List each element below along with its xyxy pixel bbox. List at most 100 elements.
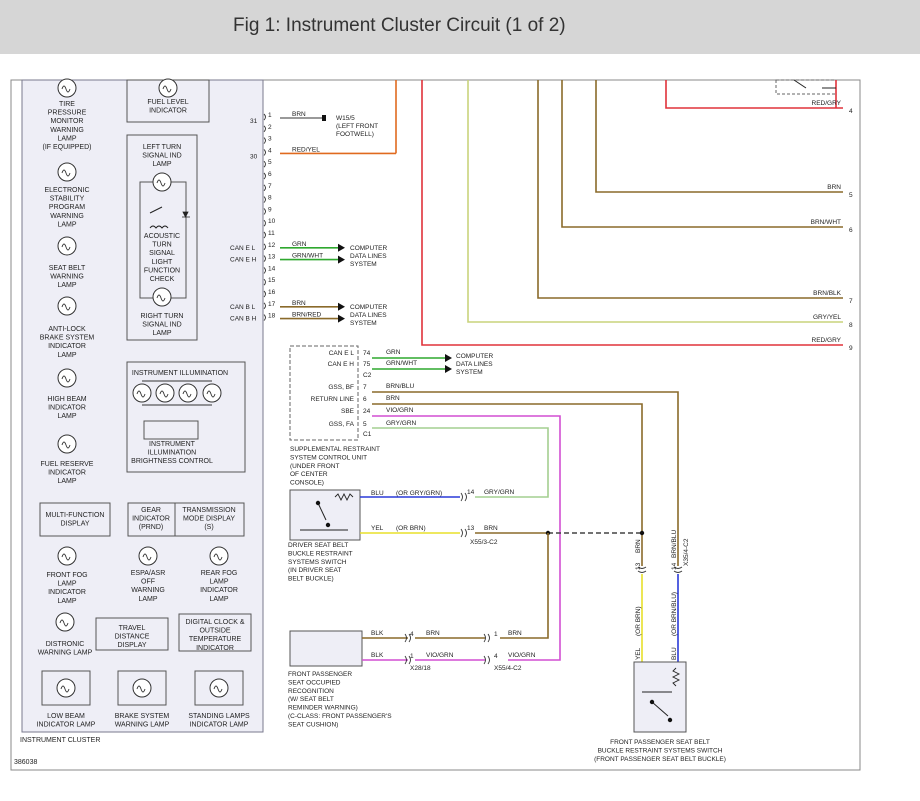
pin-bracket-icon <box>263 219 266 227</box>
low-beam-icon-filament <box>60 685 70 693</box>
connector-pin-number: 15 <box>268 277 276 284</box>
multifunction-label: MULTI-FUNCTION <box>46 512 105 519</box>
gear-trans-box <box>127 502 245 537</box>
multifunction-label: DISPLAY <box>60 521 89 528</box>
travel-distance-label: DISTANCE <box>115 634 150 641</box>
high-beam-icon <box>57 368 77 388</box>
can-b-h-label: CAN B H <box>230 316 257 323</box>
srs-pin-number: 75 <box>363 361 371 368</box>
driver-gry-grn-label: GRY/GRN <box>484 489 515 496</box>
srs-pin-number: 7 <box>363 384 367 391</box>
right-wire-pin: 8 <box>849 322 853 329</box>
figure-header: Fig 1: Instrument Cluster Circuit (1 of … <box>0 0 920 54</box>
pass-brn-blu-label: BRN/BLU <box>671 530 678 558</box>
right-wire-label: GRY/YEL <box>813 314 841 321</box>
illumination-title: INSTRUMENT ILLUMINATION <box>132 370 228 377</box>
connector-pin-number: 14 <box>268 265 276 272</box>
srs-unit-box <box>289 345 359 441</box>
driver-switch-box <box>289 489 361 541</box>
relay-switch-contact <box>149 206 163 214</box>
right-turn-label: SIGNAL IND <box>142 322 181 329</box>
acoustic-label: LIGHT <box>152 259 173 266</box>
occ-pin: 1 <box>410 653 414 660</box>
clock-box <box>178 613 252 652</box>
arrow-icon <box>445 365 452 373</box>
wire-label: BRN <box>292 111 306 118</box>
gear-label: INDICATOR <box>132 516 170 523</box>
computer-data-label: COMPUTER <box>456 353 494 360</box>
pin-bracket-icon <box>263 208 266 215</box>
driver-switch-label: SYSTEMS SWITCH <box>288 559 347 566</box>
connector-pin-number: 8 <box>268 195 272 202</box>
connector-30: 30 <box>250 153 258 160</box>
brightness-control-box <box>143 420 199 440</box>
pass-blu-label: BLU <box>671 647 678 660</box>
front-fog-label: LAMP <box>57 581 76 588</box>
rear-fog-label: LAMP <box>209 596 228 603</box>
wire-vio-grn <box>372 415 561 661</box>
right-wire-pin: 4 <box>849 108 853 115</box>
espa-label: OFF <box>141 579 155 586</box>
srs-pin-number: 24 <box>363 408 371 415</box>
srs-wire-label: GRY/GRN <box>386 420 417 427</box>
pin-bracket-icon <box>263 149 266 156</box>
lamp-label: SEAT BELT <box>49 265 86 272</box>
pin-bracket-icon <box>263 184 266 192</box>
occupied-label: REMINDER WARNING) <box>288 705 358 712</box>
occ-brn-label: BRN <box>426 630 440 637</box>
lamp-label: MONITOR <box>51 118 84 125</box>
espa-asr-icon-filament <box>142 553 152 561</box>
lamp-label: LAMP <box>57 478 76 485</box>
diagram-border <box>10 79 861 771</box>
left-turn-label: LAMP <box>152 161 171 168</box>
gear-label: (PRND) <box>139 524 164 531</box>
srs-pin-name: SBE <box>341 408 355 415</box>
top-switch-box <box>775 79 837 95</box>
srs-wire-label: BRN <box>386 395 400 402</box>
connector-bracket-icon <box>404 655 411 665</box>
espa-label: WARNING <box>131 587 165 594</box>
travel-distance-label: DISPLAY <box>117 642 146 649</box>
wire-gry-grn <box>372 427 549 498</box>
abs-icon <box>57 296 77 316</box>
driver-switch-label: BUCKLE RESTRAINT <box>288 550 353 557</box>
illumination-lamp-icon <box>132 383 152 403</box>
pass-conn-label: X35/4-C2 <box>683 538 690 566</box>
connector-bracket-icon <box>404 633 411 643</box>
acoustic-label: CHECK <box>150 276 175 283</box>
splice-dot <box>639 530 645 536</box>
lamp-label: INDICATOR <box>48 343 86 350</box>
relay-coil-icon <box>149 225 169 229</box>
esp-icon-filament <box>61 169 71 177</box>
can-b-l-label: CAN B L <box>230 304 256 311</box>
connector-pin-number: 1 <box>268 112 272 119</box>
driver-brn-label: BRN <box>484 525 498 532</box>
cluster-name: INSTRUMENT CLUSTER <box>20 737 100 744</box>
pin-bracket-icon <box>263 172 266 180</box>
arrow-icon <box>338 243 345 252</box>
connector-pin-number: 18 <box>268 313 276 320</box>
wire-brn-wht <box>561 80 843 228</box>
passenger-switch-label: FRONT PASSENGER SEAT BELT <box>610 739 710 746</box>
computer-data-label: SYSTEM <box>456 369 483 376</box>
driver-switch-label: DRIVER SEAT BELT <box>288 542 348 549</box>
standing-lamps-box <box>194 670 244 706</box>
right-turn-signal-icon <box>152 287 172 307</box>
turn-signal-box <box>126 134 198 341</box>
rear-fog-label: REAR FOG <box>201 570 238 577</box>
occ-brn-label: BRN <box>508 630 522 637</box>
illumination-lamp-icon-filament <box>136 390 146 398</box>
pass-or-brn-label: (OR BRN) <box>635 606 642 636</box>
ground-ref-label: FOOTWELL) <box>336 131 374 138</box>
occupied-label: (W/ SEAT BELT <box>288 696 334 703</box>
illumination-lamp-icon <box>178 383 198 403</box>
distronic-icon-filament <box>59 619 69 627</box>
computer-data-label: DATA LINES <box>350 312 387 319</box>
illumination-box <box>126 361 246 473</box>
occ-blk-label: BLK <box>371 652 384 659</box>
brake-label: BRAKE SYSTEM <box>115 713 170 720</box>
front-fog-label: LAMP <box>57 598 76 605</box>
rear-fog-label: LAMP <box>209 579 228 586</box>
passenger-switch-label: BUCKLE RESTRAINT SYSTEMS SWITCH <box>598 747 723 754</box>
front-fog-icon-filament <box>61 553 71 561</box>
